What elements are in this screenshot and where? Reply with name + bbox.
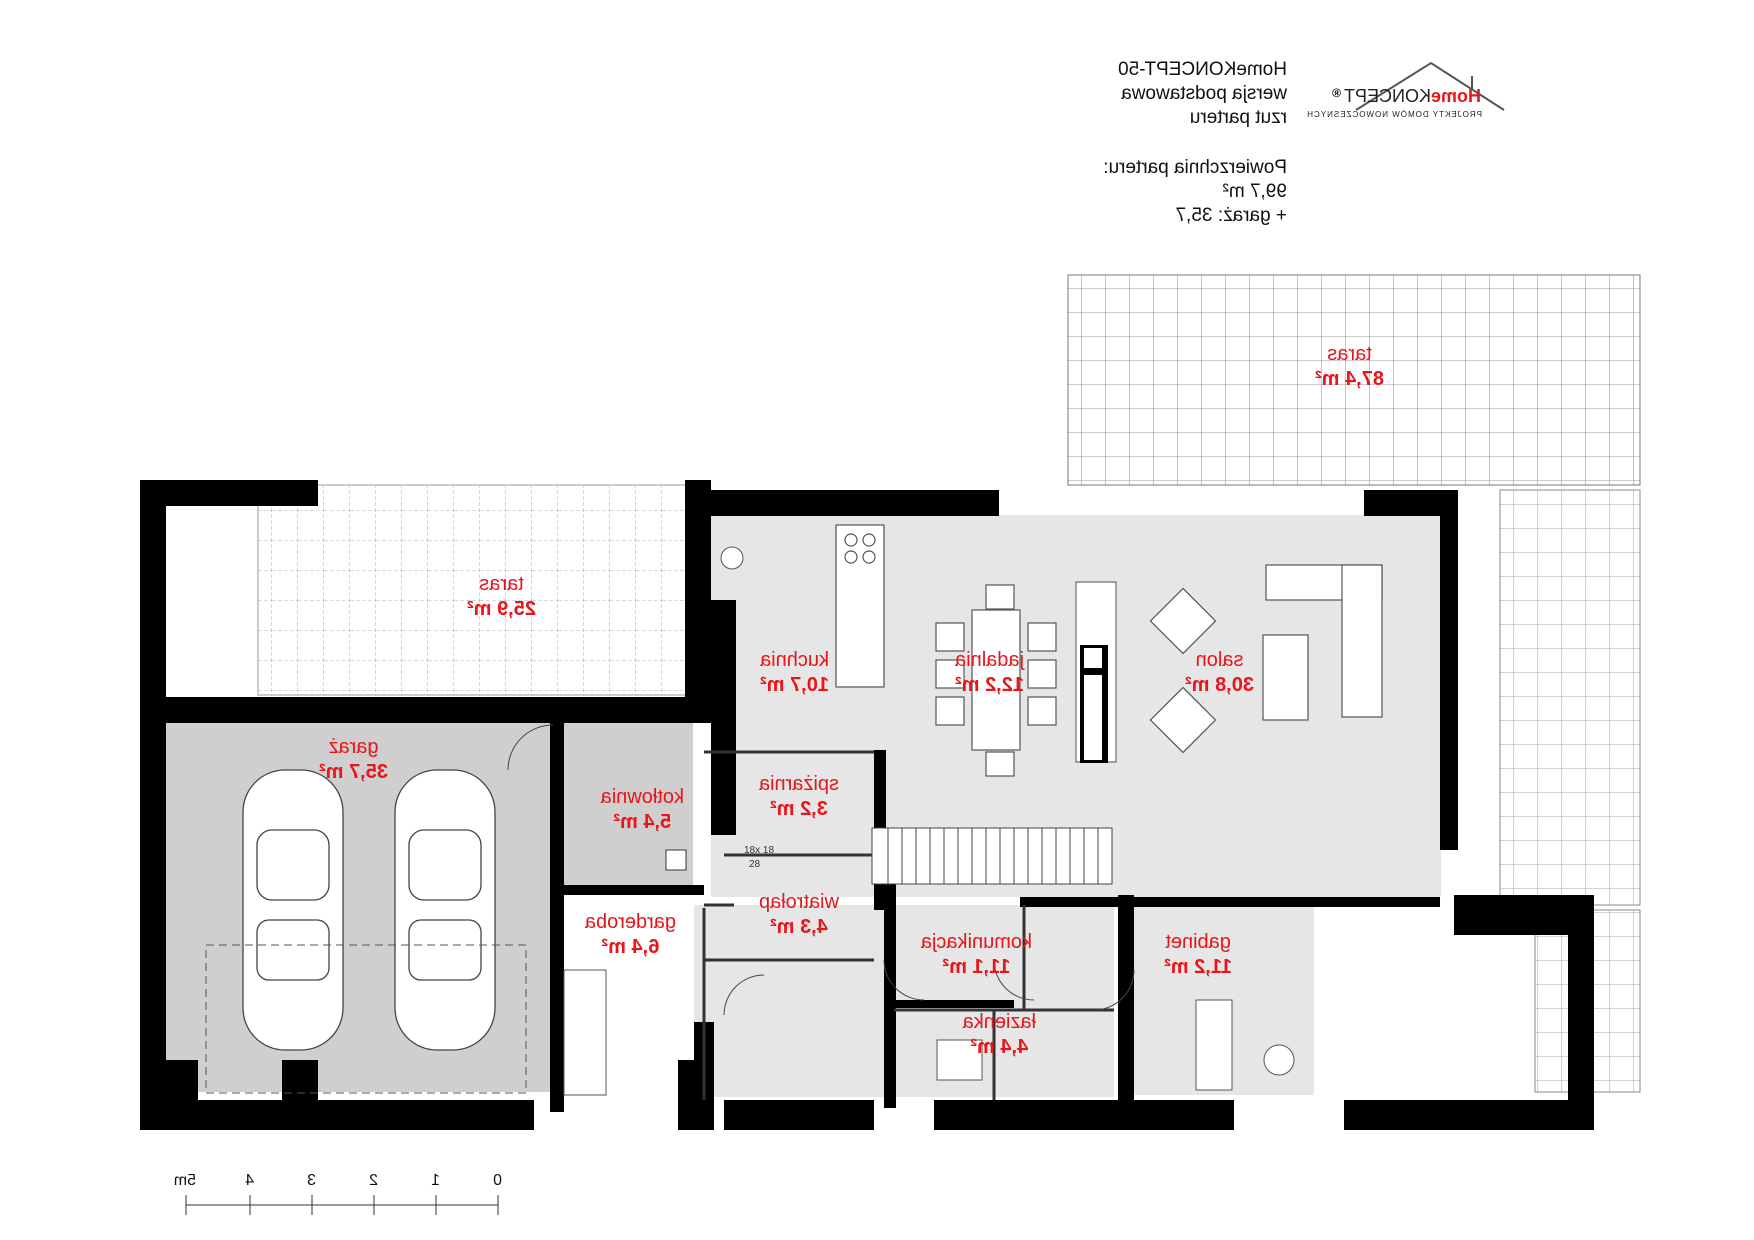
kitchen-sink-icon xyxy=(720,546,744,570)
boiler-icon xyxy=(665,849,687,871)
wardrobe-shelf xyxy=(563,969,607,1096)
terrace-small-tiles xyxy=(257,484,694,696)
car-2 xyxy=(394,769,496,1051)
terrace-large xyxy=(1067,274,1641,486)
bathroom-fixture xyxy=(936,1039,983,1081)
terrace-side-strip xyxy=(1499,489,1641,906)
dining-table xyxy=(935,584,1057,777)
scale-label-2: 2 xyxy=(369,1172,378,1189)
homekoncept-logo: HomeKONCEPT® PROJEKTY DOMÓW NOWOCZESNYCH xyxy=(1306,60,1506,124)
partitions xyxy=(702,750,1114,1100)
stairs-spec: 18x 18 xyxy=(744,845,774,856)
scale-label-4: 4 xyxy=(245,1172,254,1189)
scale-label-0: 0 xyxy=(493,1172,502,1189)
door-swings xyxy=(507,724,1135,1016)
staircase xyxy=(871,827,1113,885)
garage-door-outline xyxy=(205,944,527,1094)
fireplace xyxy=(1075,581,1117,763)
office-chair-icon xyxy=(1263,1044,1295,1076)
kitchen-island xyxy=(835,524,885,688)
scale-bar xyxy=(185,1195,499,1215)
scale-label-1: 1 xyxy=(431,1172,440,1189)
office-desk xyxy=(1195,999,1233,1091)
sofa xyxy=(1262,564,1383,721)
walls xyxy=(140,480,1594,1130)
logo-roof-icon xyxy=(1355,61,1505,111)
armchairs xyxy=(1149,587,1217,754)
scale-label-5m: 5m xyxy=(173,1172,196,1189)
scale-label-3: 3 xyxy=(307,1172,316,1189)
car-1 xyxy=(242,769,344,1051)
stairs-depth: 28 xyxy=(749,859,761,870)
